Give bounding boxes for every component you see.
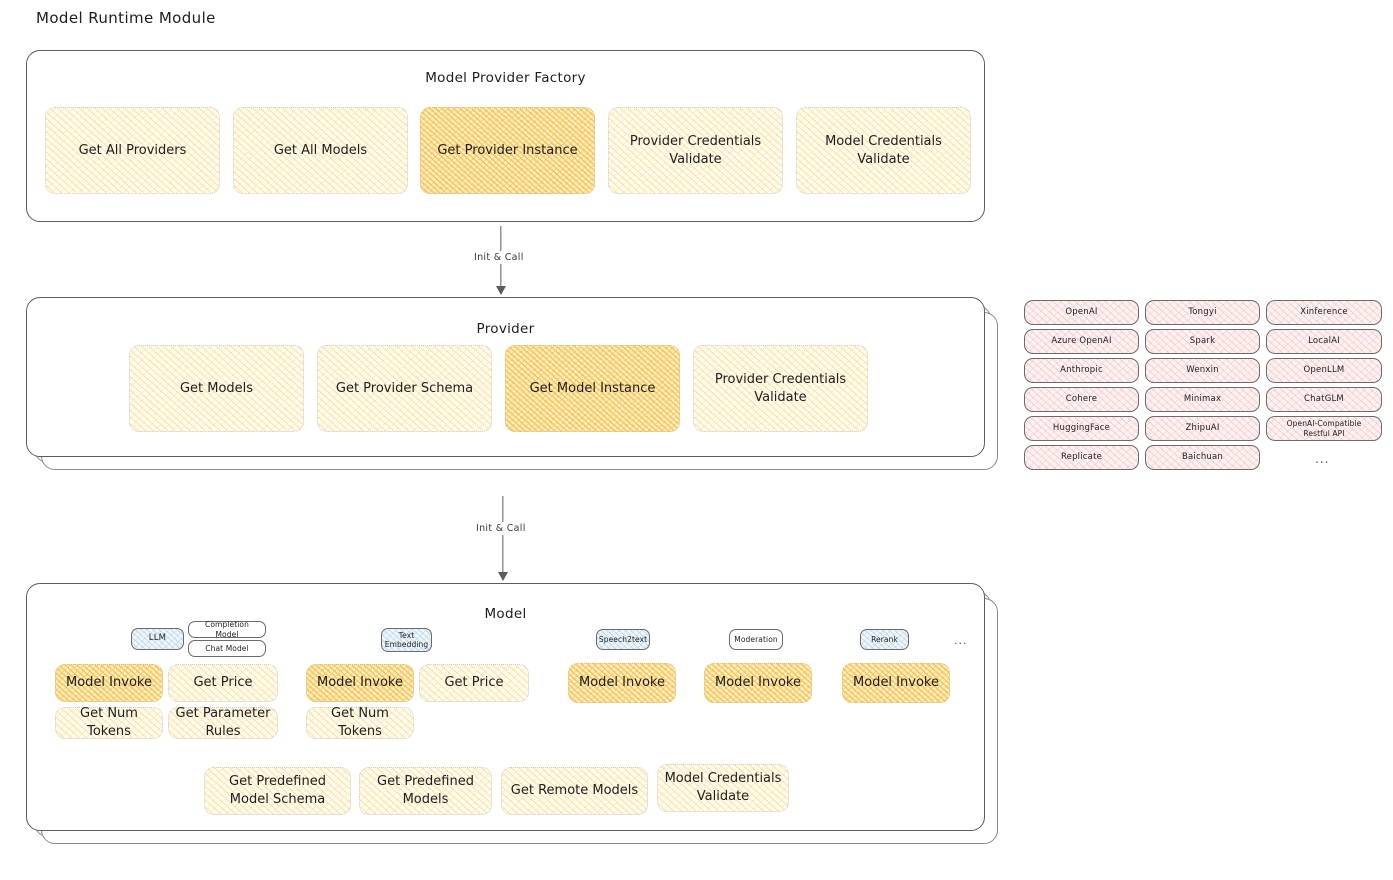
speech2text-method-model-invoke[interactable]: Model Invoke (568, 663, 676, 703)
provider-chip-openllm[interactable]: OpenLLM (1266, 358, 1382, 383)
factory-item-provider-credentials-validate[interactable]: Provider Credentials Validate (608, 107, 783, 194)
llm-method-get-price[interactable]: Get Price (168, 664, 278, 702)
model-common-get-predefined-models[interactable]: Get Predefined Models (359, 767, 492, 815)
model-common-model-credentials-validate[interactable]: Model Credentials Validate (657, 764, 789, 812)
provider-chip-replicate[interactable]: Replicate (1024, 445, 1139, 470)
provider-chip-huggingface[interactable]: HuggingFace (1024, 416, 1139, 441)
text-embedding-method-get-num-tokens[interactable]: Get Num Tokens (306, 706, 414, 739)
factory-item-get-provider-instance[interactable]: Get Provider Instance (420, 107, 595, 194)
provider-item-get-models[interactable]: Get Models (129, 345, 304, 432)
model-common-get-remote-models[interactable]: Get Remote Models (501, 767, 648, 815)
provider-list: OpenAI Azure OpenAI Anthropic Cohere Hug… (1024, 300, 1382, 475)
moderation-method-model-invoke[interactable]: Model Invoke (704, 663, 812, 703)
arrow-provider-to-model (488, 496, 518, 581)
model-type-chip-llm[interactable]: LLM (131, 628, 184, 650)
provider-chip-xinference[interactable]: Xinference (1266, 300, 1382, 325)
arrow-head (498, 572, 508, 581)
text-embedding-method-model-invoke[interactable]: Model Invoke (306, 664, 414, 702)
provider-chip-openai[interactable]: OpenAI (1024, 300, 1139, 325)
provider-list-ellipsis: ... (1315, 452, 1330, 466)
provider-chip-anthropic[interactable]: Anthropic (1024, 358, 1139, 383)
arrow-label-init-and-call-2: Init & Call (472, 522, 530, 535)
arrow-shaft (502, 496, 504, 580)
provider-chip-wenxin[interactable]: Wenxin (1145, 358, 1260, 383)
model-provider-factory-panel: Model Provider Factory Get All Providers… (26, 50, 985, 222)
model-type-chip-moderation[interactable]: Moderation (729, 629, 783, 650)
provider-item-get-provider-schema[interactable]: Get Provider Schema (317, 345, 492, 432)
arrow-label-init-and-call-1: Init & Call (470, 251, 528, 264)
model-provider-factory-title: Model Provider Factory (425, 70, 586, 86)
provider-chip-cohere[interactable]: Cohere (1024, 387, 1139, 412)
model-panel: Model LLM Completion Model Chat Model Te… (26, 583, 998, 844)
provider-chip-openai-compatible-restful-api[interactable]: OpenAI-Compatible Restful API (1266, 416, 1382, 441)
factory-item-model-credentials-validate[interactable]: Model Credentials Validate (796, 107, 971, 194)
model-type-chip-text-embedding[interactable]: Text Embedding (381, 628, 432, 652)
page-title: Model Runtime Module (36, 9, 216, 27)
provider-chip-zhipuai[interactable]: ZhipuAI (1145, 416, 1260, 441)
llm-method-model-invoke[interactable]: Model Invoke (55, 664, 163, 702)
provider-chip-chatglm[interactable]: ChatGLM (1266, 387, 1382, 412)
provider-chip-minimax[interactable]: Minimax (1145, 387, 1260, 412)
provider-chip-localai[interactable]: LocalAI (1266, 329, 1382, 354)
factory-item-get-all-providers[interactable]: Get All Providers (45, 107, 220, 194)
provider-panel: Provider Get Models Get Provider Schema … (26, 297, 998, 470)
model-type-chip-rerank[interactable]: Rerank (860, 629, 909, 650)
model-common-get-predefined-model-schema[interactable]: Get Predefined Model Schema (204, 767, 351, 815)
model-subchip-chat-model[interactable]: Chat Model (188, 640, 266, 657)
model-type-chip-speech2text[interactable]: Speech2text (596, 629, 650, 650)
provider-chip-tongyi[interactable]: Tongyi (1145, 300, 1260, 325)
factory-item-get-all-models[interactable]: Get All Models (233, 107, 408, 194)
arrow-head (496, 286, 506, 295)
model-types-ellipsis: ... (954, 634, 968, 647)
text-embedding-method-get-price[interactable]: Get Price (419, 664, 529, 702)
rerank-method-model-invoke[interactable]: Model Invoke (842, 663, 950, 703)
provider-title: Provider (476, 321, 535, 337)
llm-method-get-parameter-rules[interactable]: Get Parameter Rules (168, 706, 278, 739)
provider-item-get-model-instance[interactable]: Get Model Instance (505, 345, 680, 432)
llm-method-get-num-tokens[interactable]: Get Num Tokens (55, 706, 163, 739)
model-title: Model (484, 606, 527, 622)
provider-chip-azure-openai[interactable]: Azure OpenAI (1024, 329, 1139, 354)
provider-item-provider-credentials-validate[interactable]: Provider Credentials Validate (693, 345, 868, 432)
provider-chip-spark[interactable]: Spark (1145, 329, 1260, 354)
provider-chip-baichuan[interactable]: Baichuan (1145, 445, 1260, 470)
model-subchip-completion-model[interactable]: Completion Model (188, 620, 266, 639)
